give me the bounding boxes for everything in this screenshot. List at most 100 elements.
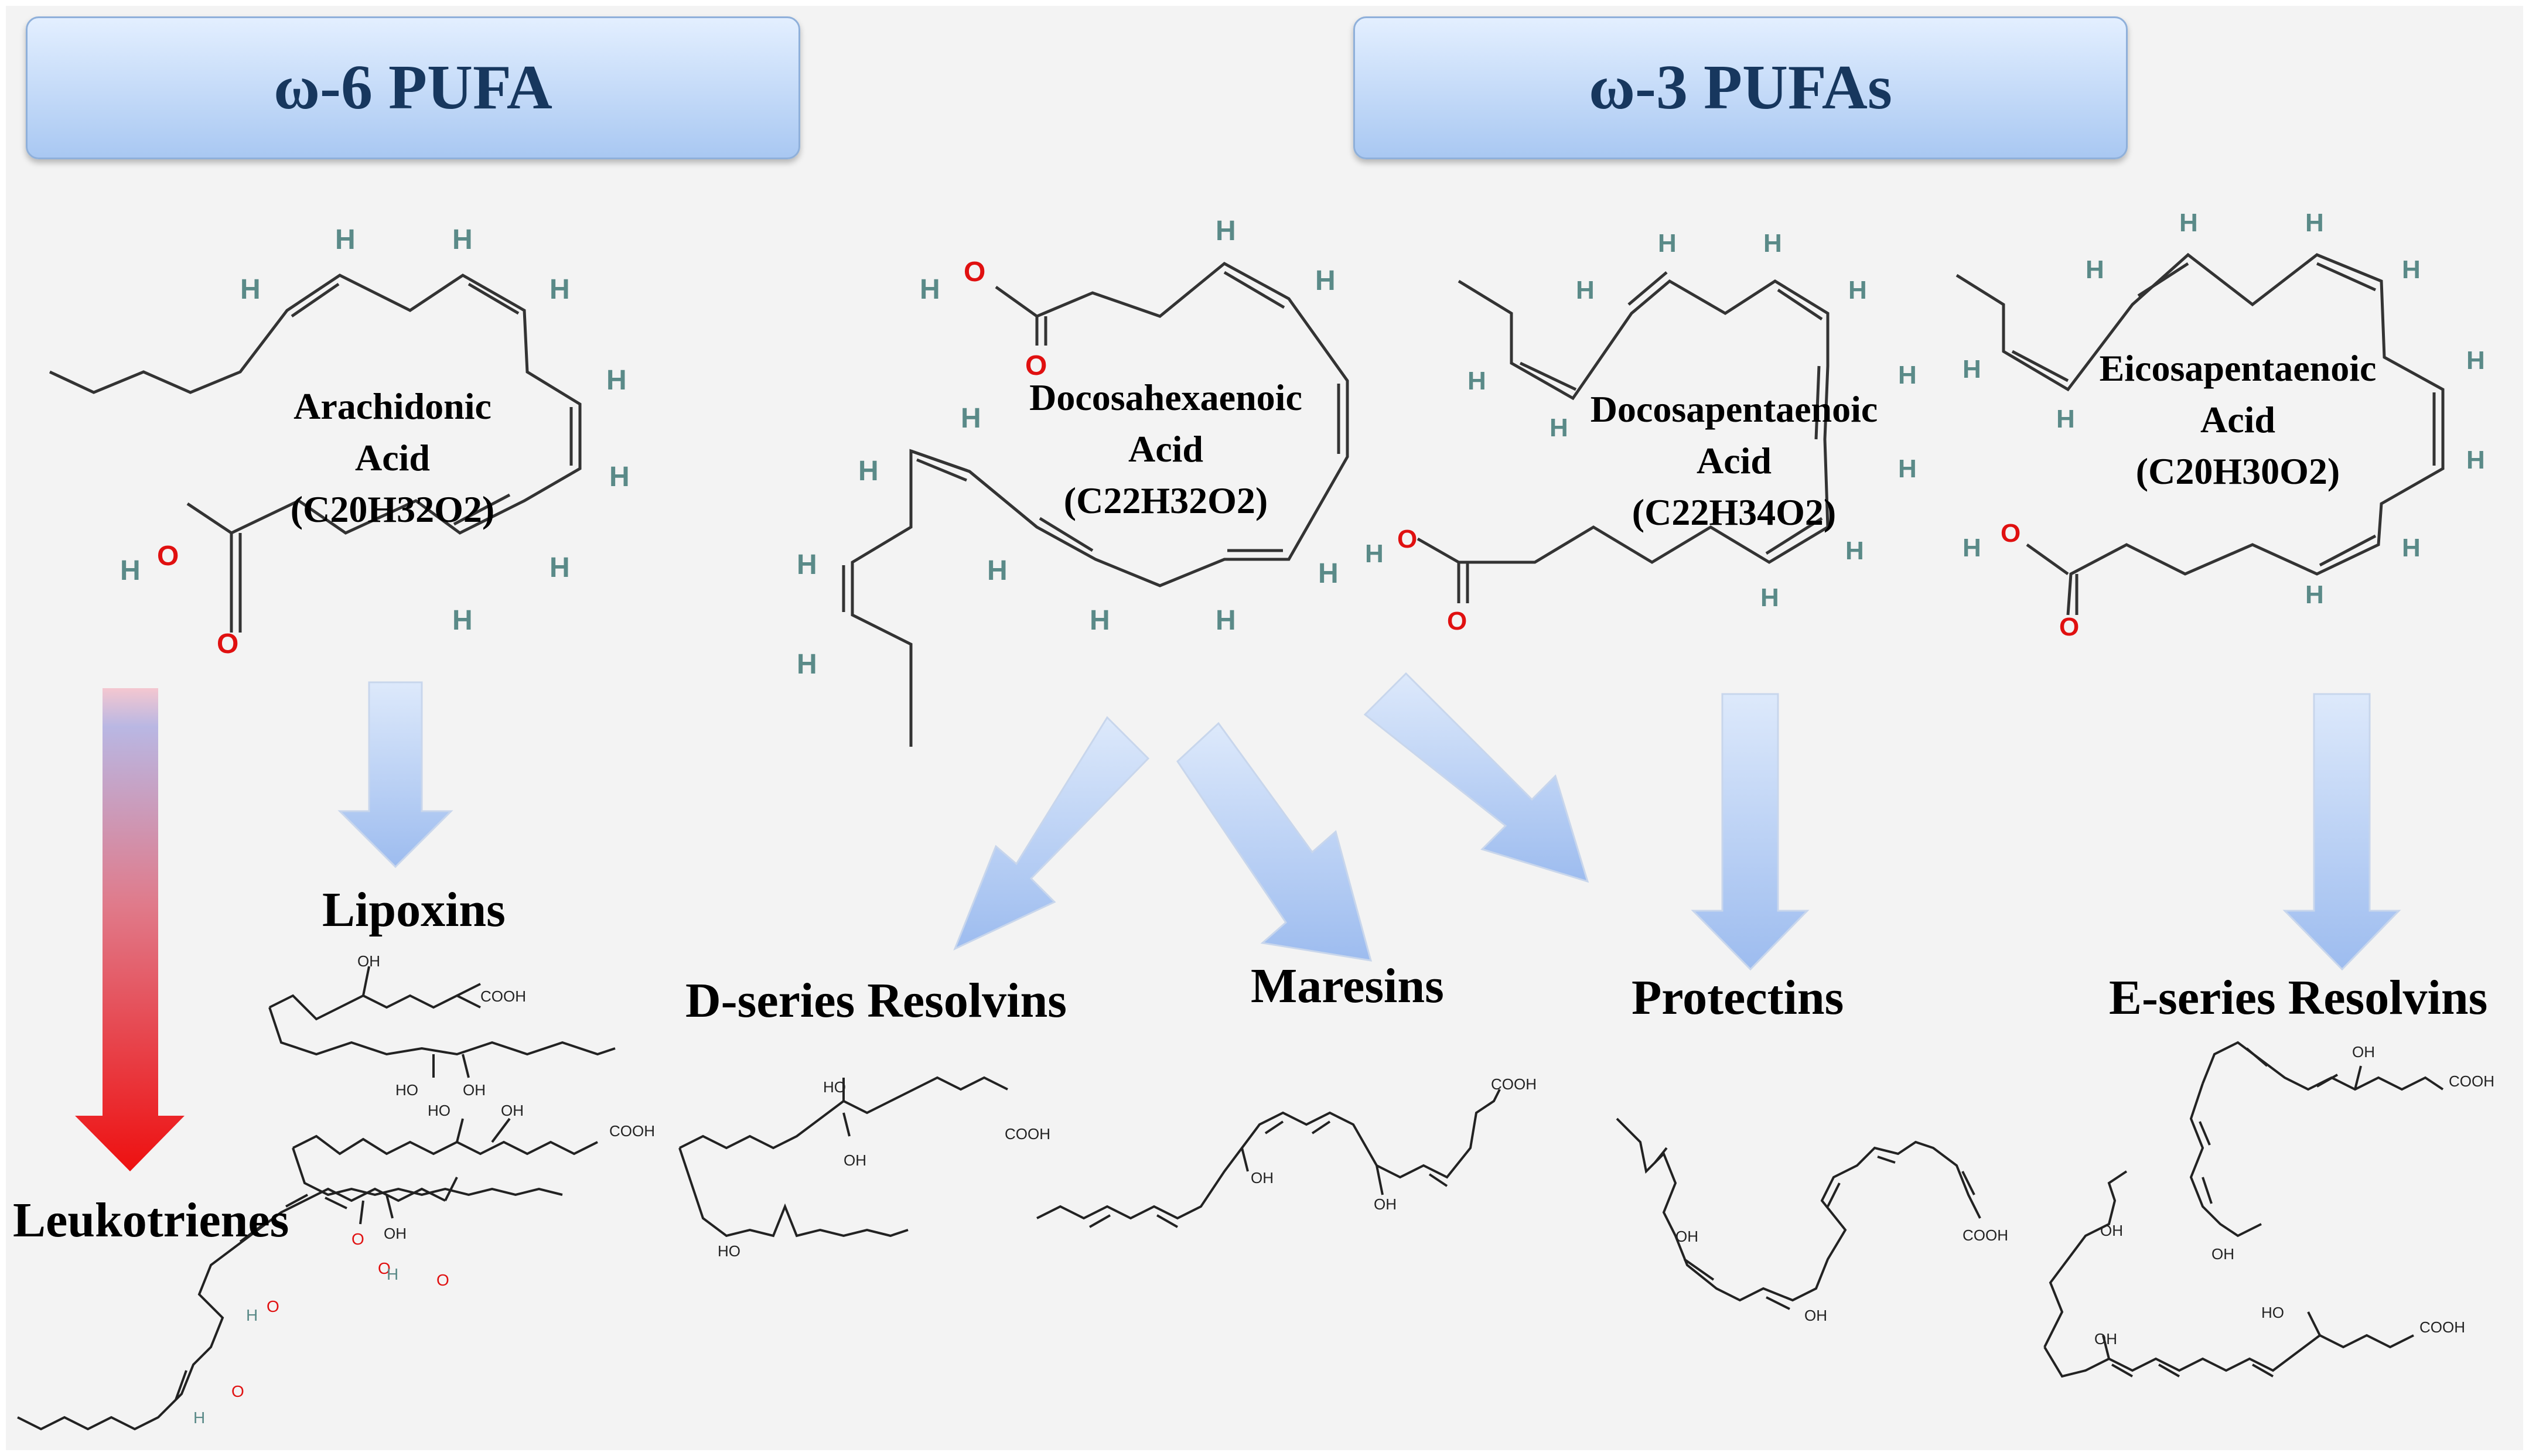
atom-oh: OH bbox=[844, 1151, 866, 1169]
atom-h: H bbox=[2402, 534, 2421, 562]
arachidonic-acid-label: Arachidonic Acid (C20H32O2) bbox=[246, 381, 539, 535]
atom-h: H bbox=[193, 1409, 205, 1427]
atom-oh: OH bbox=[501, 1102, 524, 1119]
atom-oh: OH bbox=[2094, 1330, 2117, 1348]
dha-word: Acid bbox=[1128, 428, 1203, 470]
atom-o: O bbox=[2059, 613, 2079, 641]
lipoxins-label: Lipoxins bbox=[322, 883, 506, 937]
atom-h: H bbox=[2402, 255, 2421, 284]
atom-h: H bbox=[2056, 405, 2075, 433]
protectins-label: Protectins bbox=[1632, 970, 1844, 1025]
atom-oh: OH bbox=[1374, 1195, 1397, 1213]
leukotriene-atoms: H O H O O O H O bbox=[193, 1230, 449, 1427]
protectin-structure bbox=[1616, 1117, 1981, 1310]
atom-oh: OH bbox=[1675, 1228, 1698, 1245]
arrow-to-protectins bbox=[1363, 672, 1589, 883]
atom-h: H bbox=[1216, 216, 1236, 247]
atom-oh: OH bbox=[357, 952, 380, 970]
e-series-resolvins-label: E-series Resolvins bbox=[2109, 970, 2488, 1025]
atom-o: O bbox=[1447, 607, 1467, 635]
omega3-header: ω-3 PUFAs bbox=[1353, 16, 2128, 159]
atom-h: H bbox=[2086, 255, 2104, 284]
atom-o: O bbox=[1397, 525, 1417, 553]
atom-h: H bbox=[2466, 346, 2485, 375]
atom-oh: OH bbox=[384, 1225, 407, 1242]
maresins-label: Maresins bbox=[1251, 959, 1444, 1013]
dha-formula: (C22H32O2) bbox=[1063, 480, 1268, 521]
atom-o: O bbox=[267, 1297, 279, 1315]
atom-oh: OH bbox=[2211, 1245, 2234, 1263]
epa-atoms: H H H H H H H H H H H O O bbox=[1963, 209, 2485, 641]
atom-cooh: COOH bbox=[480, 987, 526, 1005]
dha-structure bbox=[842, 261, 1349, 747]
atom-o: O bbox=[157, 541, 179, 572]
atom-h: H bbox=[1848, 276, 1867, 305]
leukotriene-structure bbox=[17, 1177, 458, 1431]
epa-label: Eicosapentaenoic Acid (C20H30O2) bbox=[2039, 343, 2437, 497]
atom-h: H bbox=[1658, 229, 1677, 258]
atom-h: H bbox=[1763, 229, 1782, 258]
dpa-atoms: H H H H H H H H H H H O O bbox=[1365, 229, 1917, 635]
atom-oh: OH bbox=[1251, 1169, 1274, 1187]
d-series-resolvin-structure bbox=[678, 1076, 1008, 1238]
arachidonic-acid-name: Arachidonic bbox=[293, 385, 492, 427]
arachidonic-acid-word: Acid bbox=[355, 437, 430, 479]
atom-h: H bbox=[452, 605, 473, 636]
atom-cooh: COOH bbox=[609, 1122, 655, 1140]
atom-h: H bbox=[335, 224, 356, 255]
d-series-resolvins-label: D-series Resolvins bbox=[685, 973, 1067, 1028]
atom-ho: HO bbox=[823, 1078, 846, 1096]
atom-h: H bbox=[1760, 583, 1779, 612]
atom-oh: OH bbox=[1804, 1307, 1827, 1324]
arrow-to-e-series-resolvins bbox=[2282, 693, 2401, 971]
atom-oh: OH bbox=[2352, 1043, 2375, 1061]
atom-h: H bbox=[1576, 276, 1595, 305]
arrow-to-maresins bbox=[1176, 722, 1373, 962]
d-series-resolvin-atoms: HO OH COOH HO bbox=[718, 1078, 1050, 1260]
lipoxin-structure bbox=[268, 966, 616, 1219]
atom-o: O bbox=[436, 1271, 449, 1289]
atom-ho: HO bbox=[2261, 1304, 2284, 1321]
atom-o: O bbox=[351, 1230, 364, 1248]
atom-h: H bbox=[2179, 209, 2198, 237]
e-series-resolvin-structure bbox=[2043, 1041, 2444, 1378]
maresin-structure bbox=[1036, 1089, 1501, 1228]
dha-name: Docosahexaenoic bbox=[1029, 377, 1302, 418]
atom-cooh: COOH bbox=[1005, 1125, 1050, 1143]
atom-cooh: COOH bbox=[2449, 1072, 2494, 1090]
atom-h: H bbox=[858, 456, 879, 487]
dpa-structure bbox=[1417, 271, 1830, 603]
maresin-atoms: OH OH COOH bbox=[1251, 1075, 1537, 1213]
epa-name: Eicosapentaenoic bbox=[2099, 347, 2377, 389]
atom-h: H bbox=[246, 1306, 258, 1324]
atom-h: H bbox=[387, 1265, 398, 1283]
e-series-resolvin-atoms: OH COOH OH OH OH HO COOH bbox=[2094, 1043, 2494, 1348]
dpa-name: Docosapentaenoic bbox=[1590, 388, 1878, 430]
atom-h: H bbox=[606, 365, 627, 396]
atom-h: H bbox=[920, 274, 940, 305]
omega6-header: ω-6 PUFA bbox=[26, 16, 800, 159]
atom-cooh: COOH bbox=[1963, 1226, 2008, 1244]
atom-o: O bbox=[964, 257, 985, 288]
arrow-to-leukotrienes bbox=[75, 688, 185, 1171]
atom-ho: HO bbox=[718, 1242, 740, 1260]
atom-h: H bbox=[1550, 413, 1568, 442]
arrow-to-d-series-resolvins bbox=[953, 716, 1150, 951]
dpa-formula: (C22H34O2) bbox=[1632, 491, 1837, 533]
atom-o: O bbox=[217, 628, 238, 659]
atom-h: H bbox=[1216, 605, 1236, 636]
epa-formula: (C20H30O2) bbox=[2135, 450, 2340, 492]
atom-oh: OH bbox=[2100, 1222, 2123, 1239]
arachidonic-acid-atoms: H H H H H H H H H O O bbox=[120, 224, 630, 659]
atom-o: O bbox=[2001, 519, 2021, 548]
atom-h: H bbox=[1315, 265, 1336, 296]
atom-h: H bbox=[550, 552, 570, 583]
atom-ho: HO bbox=[428, 1102, 450, 1119]
atom-h: H bbox=[1963, 355, 1981, 384]
atom-h: H bbox=[2466, 446, 2485, 474]
atom-cooh: COOH bbox=[2419, 1318, 2465, 1336]
atom-h: H bbox=[1318, 558, 1339, 589]
atom-h: H bbox=[961, 403, 981, 434]
